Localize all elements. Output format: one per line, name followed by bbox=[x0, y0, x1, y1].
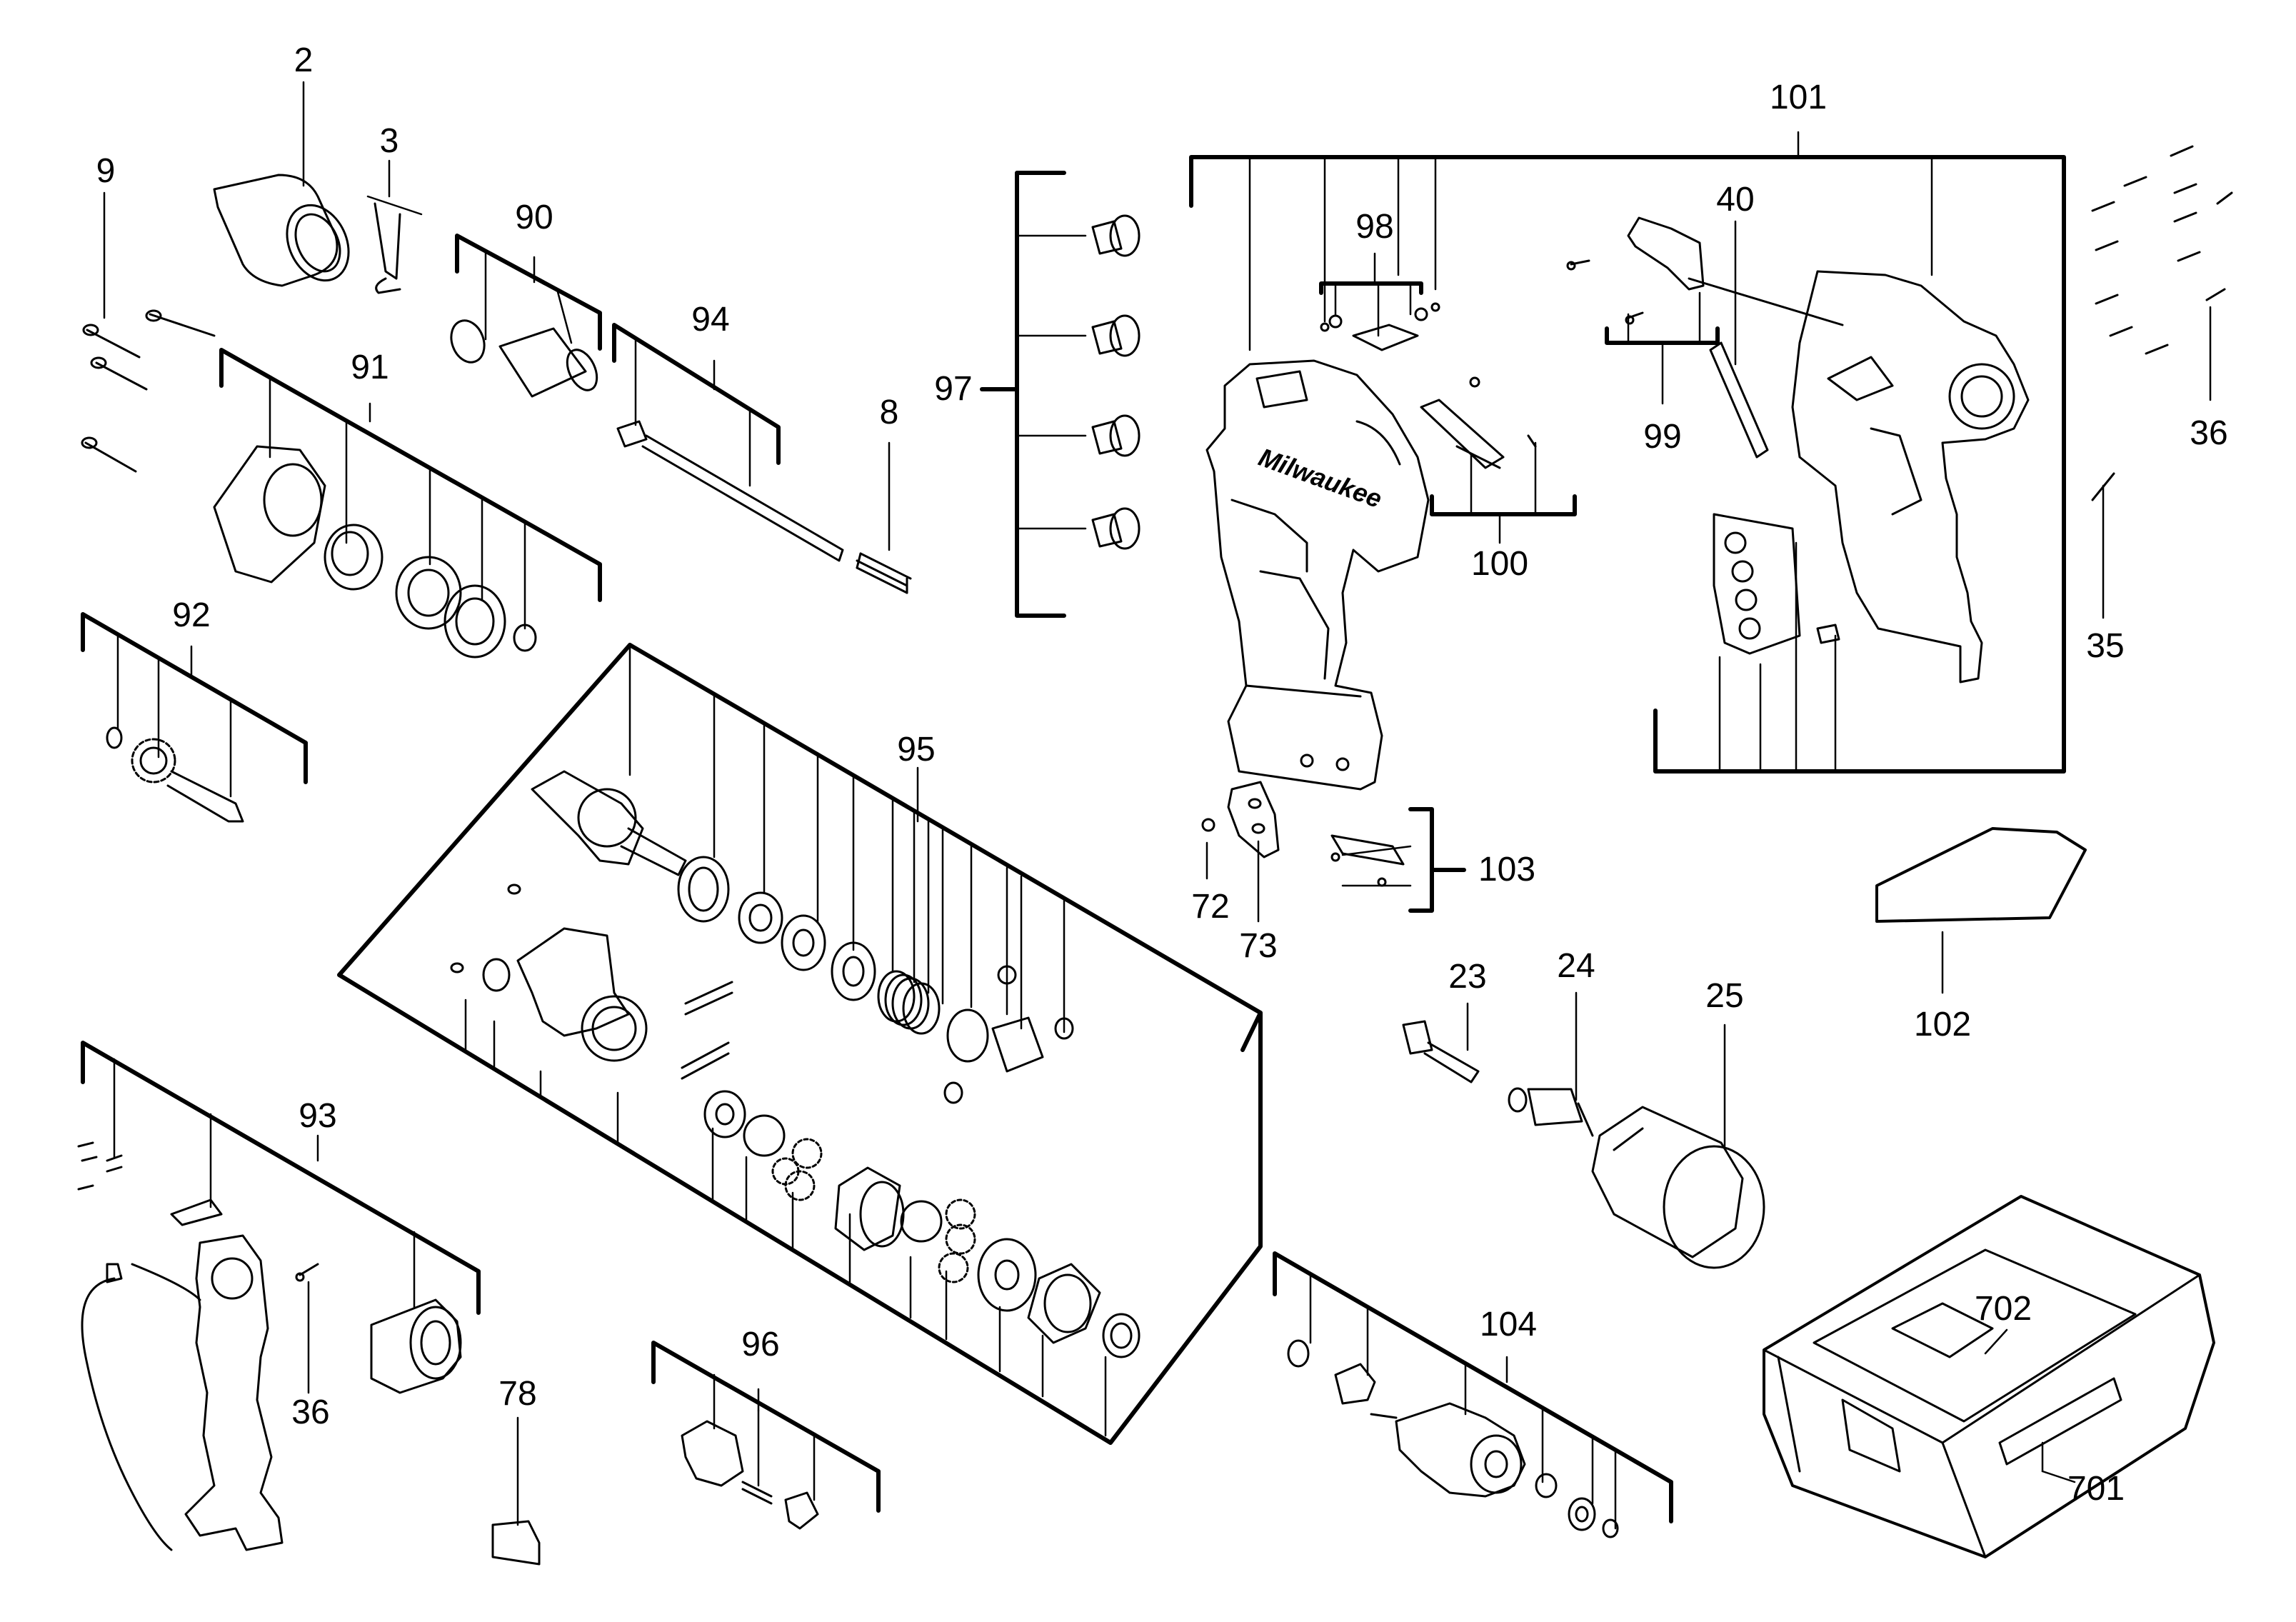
bracket-90 bbox=[455, 234, 602, 351]
label-3: 3 bbox=[379, 122, 399, 160]
label-100: 100 bbox=[1470, 545, 1529, 583]
part-3-clip bbox=[374, 202, 401, 294]
label-96: 96 bbox=[741, 1326, 780, 1363]
label-24: 24 bbox=[1557, 947, 1595, 985]
part-93-stator bbox=[370, 1298, 462, 1394]
label-701: 701 bbox=[2067, 1470, 2125, 1508]
label-36-right: 36 bbox=[2190, 414, 2228, 452]
label-23: 23 bbox=[1448, 958, 1487, 996]
part-24-coupler bbox=[1508, 1087, 1594, 1137]
label-102: 102 bbox=[1913, 1006, 1972, 1043]
bracket-91 bbox=[219, 348, 602, 602]
label-9: 9 bbox=[96, 152, 116, 190]
leader-lines bbox=[103, 81, 2212, 1530]
bracket-92 bbox=[81, 612, 308, 784]
part-99-screws bbox=[1566, 259, 1644, 325]
bracket-93 bbox=[81, 1041, 481, 1315]
label-93: 93 bbox=[299, 1097, 337, 1135]
part-104-motor bbox=[1287, 1339, 1619, 1538]
label-104: 104 bbox=[1479, 1306, 1538, 1343]
label-25: 25 bbox=[1705, 977, 1744, 1015]
bracket-96 bbox=[651, 1341, 881, 1513]
part-95-internals bbox=[450, 770, 1141, 1358]
bracket-95 bbox=[337, 643, 1263, 1445]
part-101-housing-left: Milwaukee bbox=[1205, 359, 1430, 791]
bracket-99 bbox=[1605, 326, 1720, 345]
part-103-plate bbox=[1330, 834, 1405, 887]
part-36-screws-right bbox=[2091, 145, 2233, 501]
label-8: 8 bbox=[879, 394, 899, 431]
label-2: 2 bbox=[294, 41, 314, 79]
label-72: 72 bbox=[1191, 888, 1230, 926]
part-91-head bbox=[213, 445, 537, 659]
part-23-bolt bbox=[1402, 1020, 1480, 1083]
part-97-plugs bbox=[1091, 214, 1141, 550]
label-91: 91 bbox=[351, 349, 389, 386]
bracket-104 bbox=[1273, 1251, 1673, 1523]
part-25-cup bbox=[1591, 1106, 1765, 1269]
part-94-rod bbox=[616, 420, 844, 562]
part-96-parts bbox=[681, 1420, 819, 1530]
part-78-cover bbox=[491, 1520, 541, 1566]
label-92: 92 bbox=[172, 596, 211, 634]
label-95: 95 bbox=[897, 731, 936, 769]
part-101-housing-right bbox=[1627, 216, 2030, 684]
bracket-103 bbox=[1408, 807, 1434, 913]
label-97: 97 bbox=[934, 370, 973, 408]
part-90-adapter bbox=[450, 319, 598, 398]
label-40: 40 bbox=[1716, 181, 1755, 219]
label-101: 101 bbox=[1769, 79, 1828, 116]
part-102-label-plate bbox=[1875, 827, 2087, 923]
label-98: 98 bbox=[1355, 208, 1394, 246]
part-100-parts bbox=[1420, 376, 1537, 469]
label-36-left: 36 bbox=[291, 1393, 330, 1431]
label-99: 99 bbox=[1643, 418, 1682, 456]
label-90: 90 bbox=[515, 199, 553, 236]
bracket-101 bbox=[1189, 155, 2066, 774]
label-702: 702 bbox=[1974, 1290, 2032, 1328]
bracket-98 bbox=[1319, 281, 1423, 295]
part-36-screw-left bbox=[295, 1263, 319, 1282]
part-98-parts bbox=[1320, 302, 1440, 351]
part-93-electronics bbox=[77, 1141, 462, 1551]
part-701-702-case bbox=[1763, 1195, 2215, 1558]
bracket-94 bbox=[612, 323, 781, 465]
part-8-spring bbox=[856, 552, 912, 594]
label-78: 78 bbox=[498, 1375, 537, 1413]
part-92-gear bbox=[106, 726, 244, 823]
parts: Milwaukee bbox=[77, 145, 2233, 1566]
label-103: 103 bbox=[1478, 851, 1536, 888]
label-35: 35 bbox=[2086, 627, 2125, 665]
bracket-97 bbox=[1015, 171, 1066, 618]
label-94: 94 bbox=[691, 301, 730, 339]
part-72-73 bbox=[1201, 781, 1280, 858]
milwaukee-logo: Milwaukee bbox=[1255, 442, 1385, 514]
part-9-screws bbox=[81, 309, 216, 473]
bracket-100 bbox=[1430, 494, 1577, 516]
part-2-sleeve bbox=[213, 174, 350, 287]
label-73: 73 bbox=[1239, 927, 1278, 965]
